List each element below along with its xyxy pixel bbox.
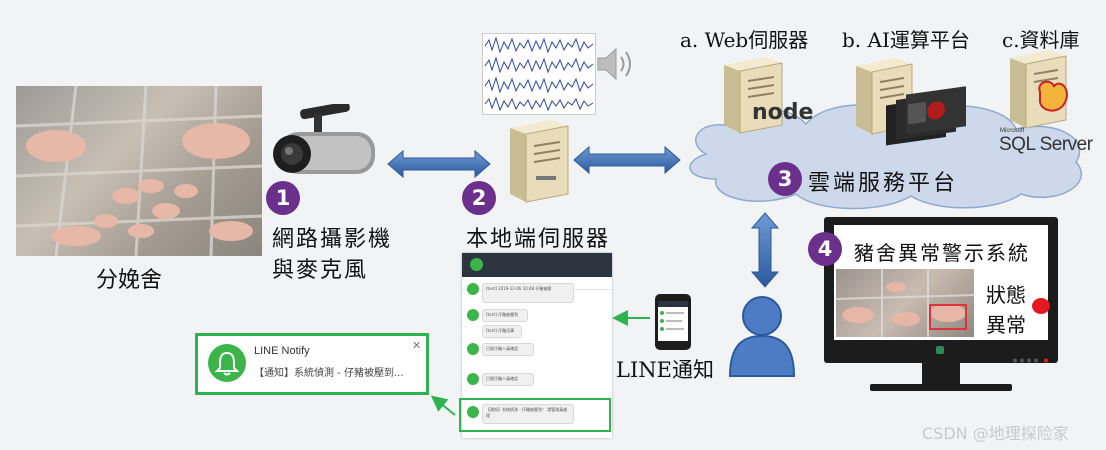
- notify-message: 【通知】系統偵測 - 仔豬被壓到...: [254, 368, 404, 379]
- monitor-stand: [870, 384, 1012, 391]
- speaker-icon: [596, 45, 638, 83]
- camera-icon: [272, 101, 382, 194]
- database-server-icon: [1002, 48, 1072, 130]
- message-avatar: [467, 373, 479, 385]
- arrow-server-cloud: [573, 145, 681, 175]
- chat-message-3: [test] 仔豬沒事: [482, 325, 522, 338]
- step-badge-2: 2: [462, 181, 496, 215]
- farrowing-label: 分娩舍: [96, 268, 163, 293]
- sql-server-logo: SQL Server: [999, 134, 1093, 155]
- line-chat-to-notify: [430, 395, 456, 416]
- message-avatar: [467, 283, 479, 295]
- monitor-screen: 豬舍異常警示系統 狀態 異常: [834, 225, 1050, 340]
- close-icon[interactable]: ✕: [412, 339, 422, 352]
- pigsty-camera-feed: [835, 269, 975, 337]
- chat-message-2: [test] 仔豬被壓到: [482, 309, 528, 322]
- highlighted-message-frame: [459, 398, 611, 432]
- bell-icon: [208, 344, 246, 382]
- cloud-platform-label: 雲端服務平台: [808, 171, 959, 196]
- watermark: CSDN @地理探险家: [922, 424, 1069, 443]
- step-badge-3: 3: [768, 162, 802, 196]
- line-chat-window: [test] 2019-12-06 10:48 仔豬被壓 [test] 仔豬被壓…: [459, 253, 612, 438]
- step-badge-4: 4: [808, 232, 842, 266]
- line-notify-label: LINE通知: [616, 358, 714, 382]
- sql-server-logo-small: Microsoft: [1000, 128, 1025, 134]
- web-server-icon: [716, 55, 788, 135]
- arrow-cloud-user: [750, 212, 780, 288]
- alert-monitor: 豬舍異常警示系統 狀態 異常: [824, 217, 1058, 363]
- monitor-logo-icon: [936, 346, 944, 354]
- chat-message-4: 已經仔豬人員確認: [482, 343, 534, 356]
- message-avatar: [467, 406, 479, 418]
- local-server-icon: [500, 118, 572, 204]
- monitor-neck: [922, 363, 960, 385]
- line-notify-popup[interactable]: LINE Notify 【通知】系統偵測 - 仔豬被壓到... ✕: [195, 333, 429, 395]
- chat-message-5: 已經仔豬人員確認: [482, 373, 534, 386]
- chat-message-6: 【通知】系統偵測 - 仔豬被壓到！ 請管理員處理: [482, 404, 574, 424]
- step-badge-1: 1: [266, 181, 300, 215]
- nodejs-logo: node: [752, 100, 814, 125]
- database-label: c.資料庫: [1002, 28, 1080, 52]
- web-server-label: a. Web伺服器: [680, 28, 809, 52]
- gpu-cards-icon: [882, 86, 972, 148]
- chat-message-1: [test] 2019-12-06 10:48 仔豬被壓: [482, 283, 574, 303]
- message-avatar: [467, 343, 479, 355]
- notify-title: LINE Notify: [254, 345, 310, 357]
- line-avatar-icon: [470, 258, 483, 271]
- abnormal-label: 異常: [986, 313, 1026, 337]
- message-avatar: [467, 309, 479, 321]
- farrowing-photo: [16, 86, 262, 256]
- local-server-label: 本地端伺服器: [466, 227, 611, 252]
- camera-label-line1: 網路攝影機: [272, 227, 393, 252]
- chat-header: [462, 253, 612, 277]
- ai-platform-label: b. AI運算平台: [842, 28, 970, 52]
- audio-waveform: [482, 33, 596, 115]
- monitor-buttons[interactable]: [1012, 348, 1052, 363]
- alert-indicator: [1032, 298, 1050, 314]
- arrow-camera-server: [387, 149, 491, 179]
- alert-system-title: 豬舍異常警示系統: [854, 241, 1030, 265]
- user-icon: [728, 294, 796, 378]
- camera-label-line2: 與麥克風: [272, 258, 369, 283]
- status-label: 狀態: [986, 283, 1026, 307]
- phone-icon: [652, 293, 694, 351]
